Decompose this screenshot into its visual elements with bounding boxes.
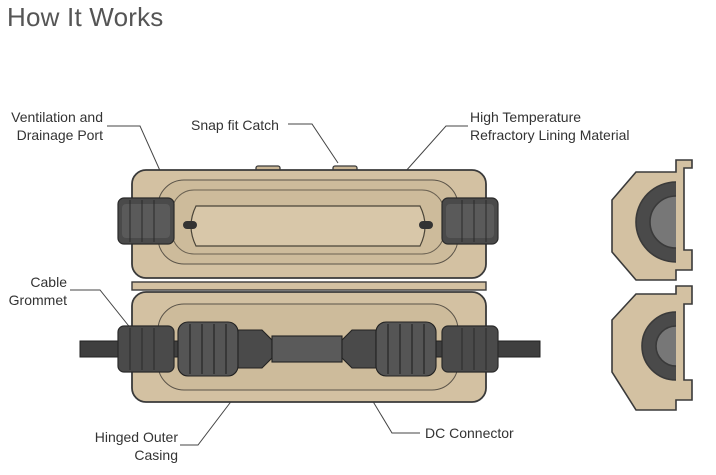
side-view: [611, 159, 693, 411]
grommet-base-left: [117, 325, 175, 373]
enclosure-lid: [117, 165, 499, 279]
label-ventilation-drainage-port: Ventilation and Drainage Port: [11, 109, 103, 143]
label-cable-grommet: Cable Grommet: [8, 274, 67, 308]
leader-high-temp: [404, 125, 468, 173]
dc-connector: [177, 321, 437, 377]
leader-snap-fit: [288, 123, 339, 164]
grommet-lid-right: [441, 197, 499, 245]
label-snap-fit-catch: Snap fit Catch: [191, 117, 279, 133]
label-hinged-outer-casing: Hinged Outer Casing: [94, 429, 178, 463]
grommet-lid-left: [117, 197, 175, 245]
page-title: How It Works: [7, 2, 164, 32]
leader-hinged-outer: [180, 394, 237, 446]
vent-port-right: [419, 221, 433, 229]
label-dc-connector: DC Connector: [425, 425, 514, 441]
enclosure-base: [79, 291, 541, 403]
vent-port-left: [183, 221, 197, 229]
hinge-strip: [131, 281, 487, 291]
grommet-base-right: [441, 325, 499, 373]
leader-cable-grommet: [70, 289, 133, 331]
label-high-temperature-lining: High Temperature Refractory Lining Mater…: [470, 109, 630, 143]
